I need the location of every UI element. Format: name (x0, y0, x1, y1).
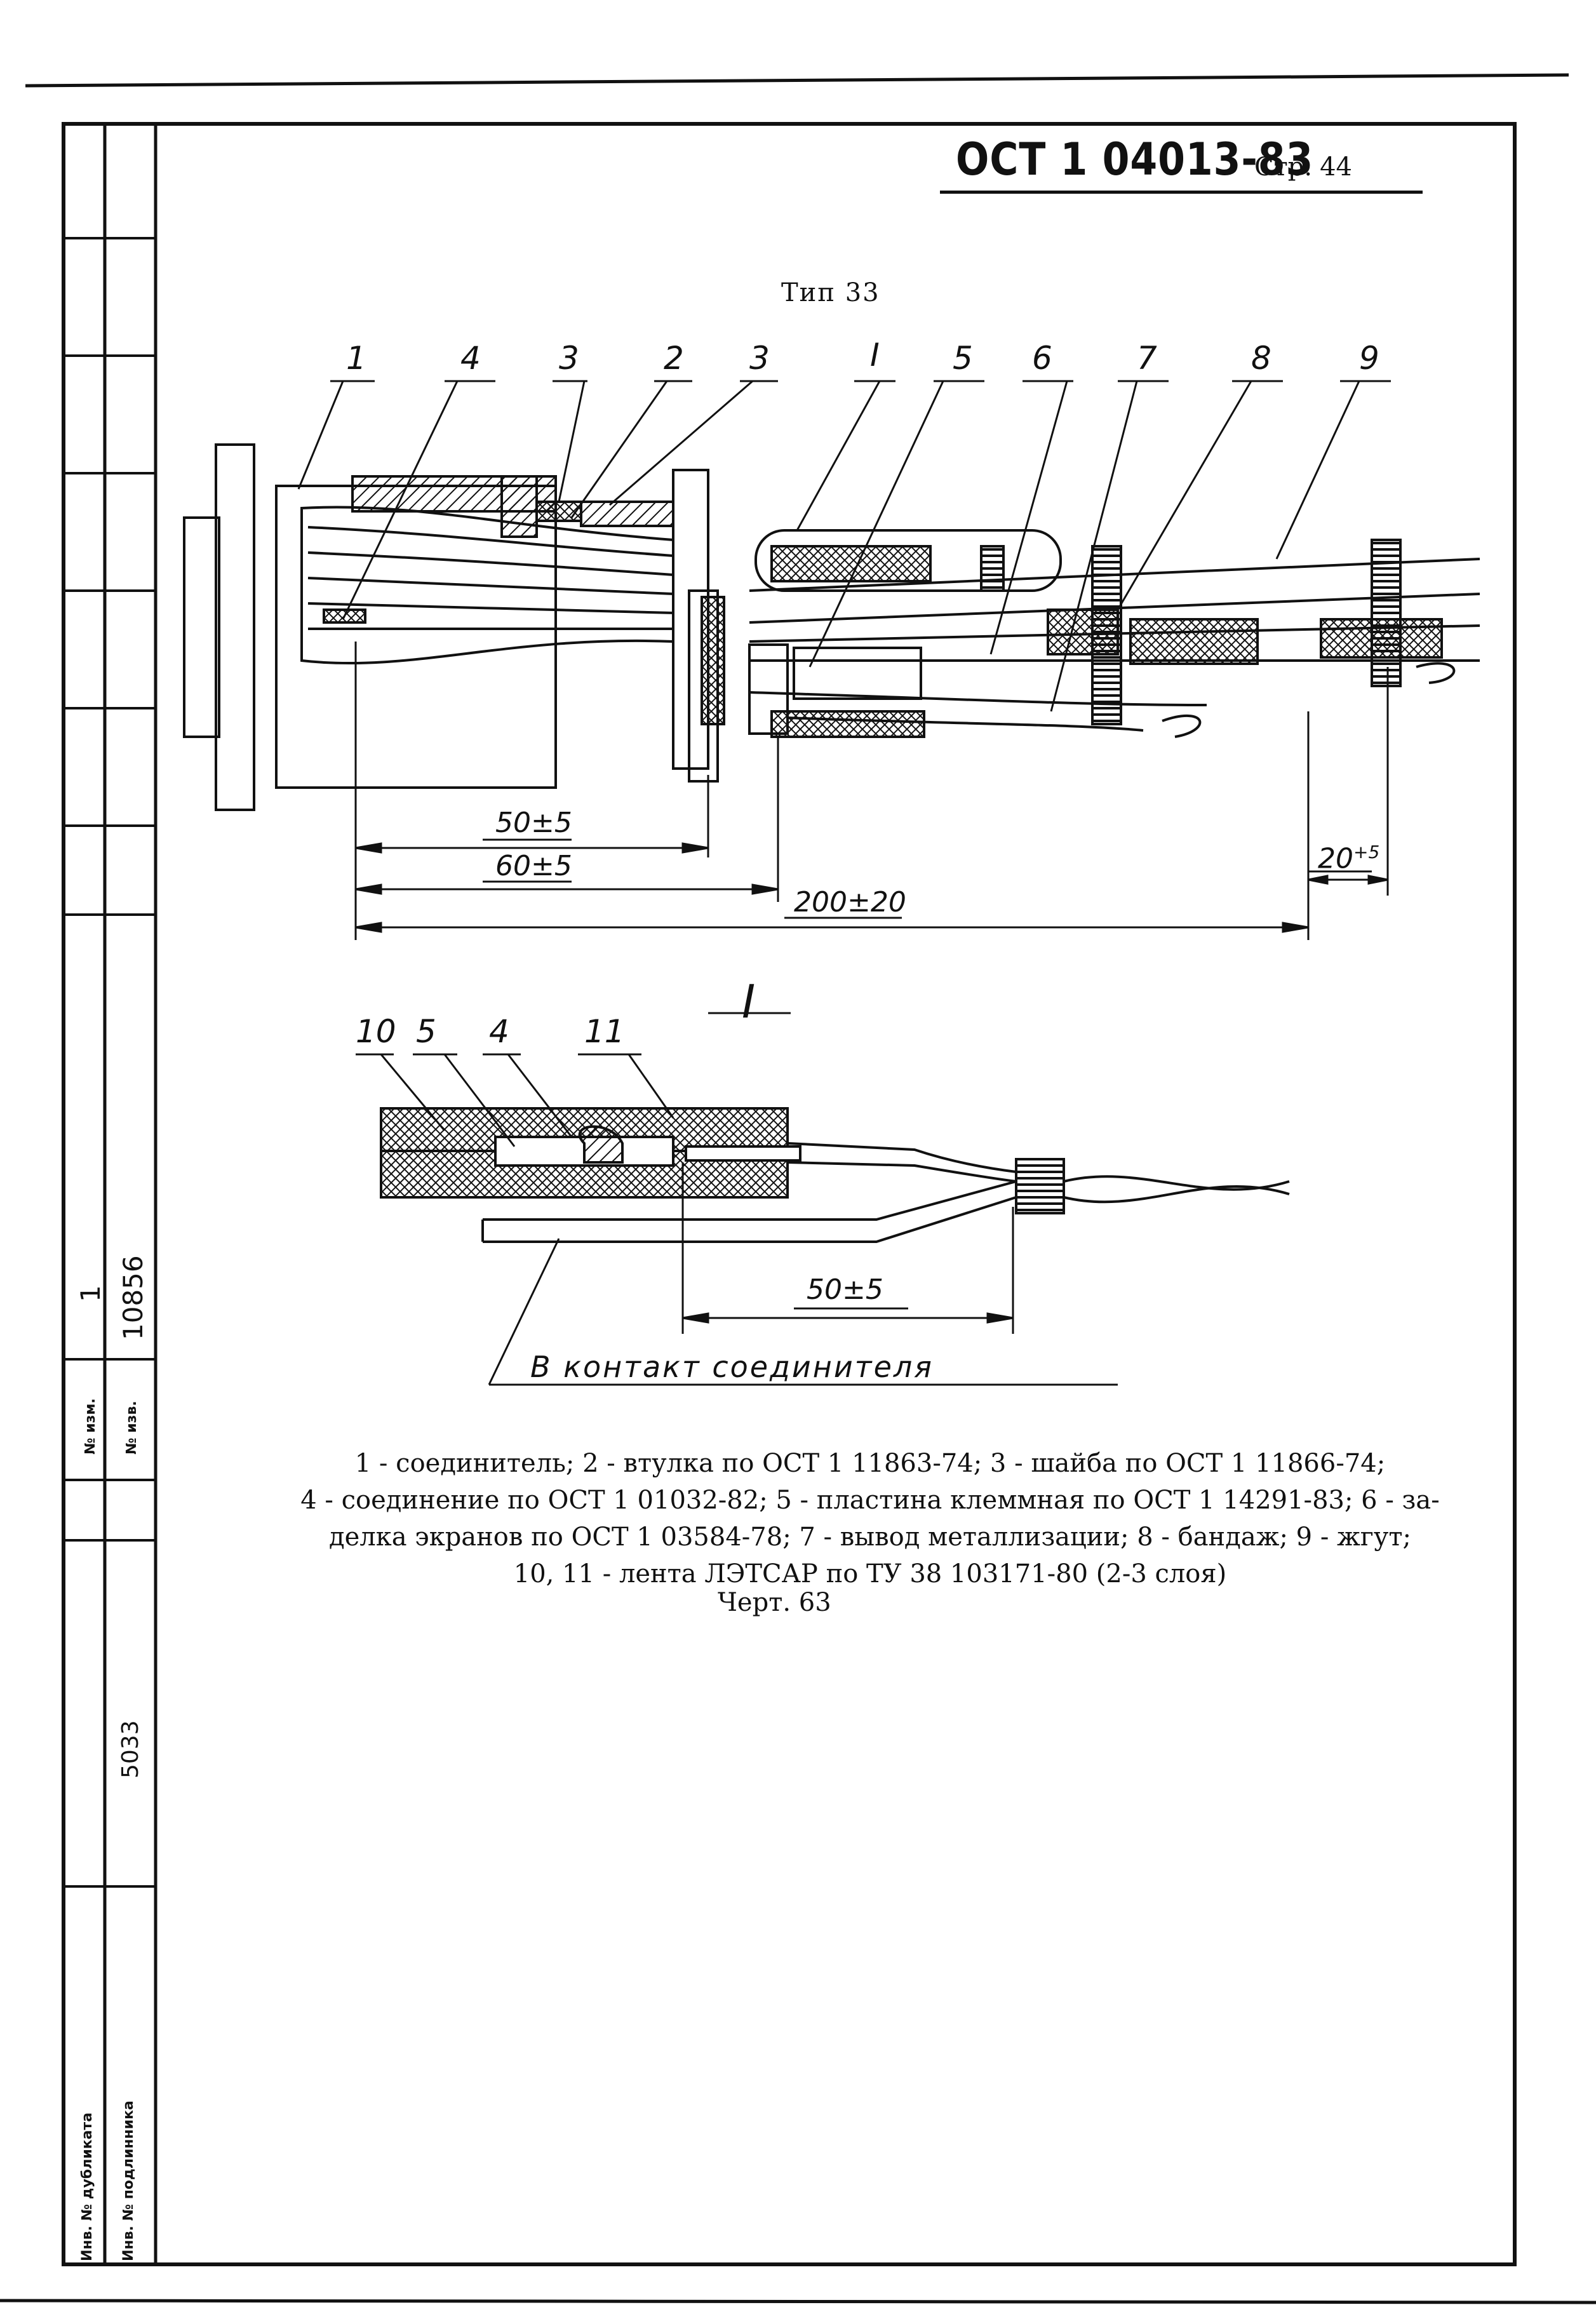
page-indicator: Стр.44 (1254, 152, 1352, 182)
legend: 1 - соединитель; 2 - втулка по ОСТ 1 118… (191, 1445, 1550, 1592)
dim-200: 200±20 (794, 886, 906, 918)
detail-mark: I (742, 975, 756, 1028)
detail-callout-11: 11 (584, 1013, 625, 1050)
callout-3b: 3 (749, 340, 770, 377)
duplicate-inventory-value: 5033 (117, 1720, 144, 1778)
detail-leaders-dims (356, 1053, 1118, 1386)
original-inventory-label: Инв. № подлинника (121, 2101, 137, 2261)
change-number-value: 1 (75, 1285, 106, 1302)
figure-caption: Черт. 63 (718, 1588, 831, 1617)
callout-8: 8 (1251, 340, 1271, 377)
notice-number-label: № изв. (124, 1401, 140, 1455)
notice-number-value: 10856 (117, 1255, 149, 1340)
legend-line: 1 - соединитель; 2 - втулка по ОСТ 1 118… (354, 1449, 1386, 1478)
dim-20-base: 20 (1318, 842, 1353, 875)
detail-callout-4: 4 (489, 1013, 509, 1050)
detail-view (380, 1012, 1290, 1243)
callout-1: 1 (346, 340, 366, 377)
callout-7: 7 (1137, 340, 1157, 377)
change-number-label: № изм. (83, 1398, 98, 1455)
callout-4: 4 (460, 340, 481, 377)
legend-line: 10, 11 - лента ЛЭТСАР по ТУ 38 103171-80… (513, 1559, 1227, 1589)
main-dimensions (354, 642, 1389, 940)
dim-20-tolerance: +5 (1353, 842, 1380, 863)
legend-line: 4 - соединение по ОСТ 1 01032-82; 5 - пл… (300, 1486, 1440, 1515)
connector-assembly (183, 443, 1480, 811)
callout-9: 9 (1359, 340, 1379, 377)
header-rule (940, 191, 1423, 194)
drawing-type-label: Тип 33 (781, 278, 880, 307)
standard-code: ОСТ 1 04013-83 (956, 133, 1314, 185)
dim-20: 20+5 (1318, 842, 1379, 875)
callout-6: 6 (1032, 340, 1052, 377)
legend-line: делка экранов по ОСТ 1 03584-78; 7 - выв… (329, 1522, 1411, 1552)
detail-callout-10: 10 (356, 1013, 396, 1050)
page-label: Стр. (1254, 152, 1313, 182)
callout-5: 5 (953, 340, 973, 377)
duplicate-inventory-label: Инв. № дубликата (79, 2112, 95, 2261)
detail-dim-50: 50±5 (807, 1274, 883, 1306)
dim-60: 60±5 (495, 850, 572, 882)
main-leaders (297, 380, 1391, 712)
callout-detail-I: I (870, 337, 880, 373)
callout-3a: 3 (559, 340, 579, 377)
callout-2: 2 (664, 340, 684, 377)
detail-callout-5: 5 (416, 1013, 436, 1050)
dim-50: 50±5 (495, 807, 572, 839)
page-number: 44 (1320, 152, 1352, 182)
contact-note: В контакт соединителя (530, 1350, 934, 1384)
page-frame (0, 73, 1596, 2304)
